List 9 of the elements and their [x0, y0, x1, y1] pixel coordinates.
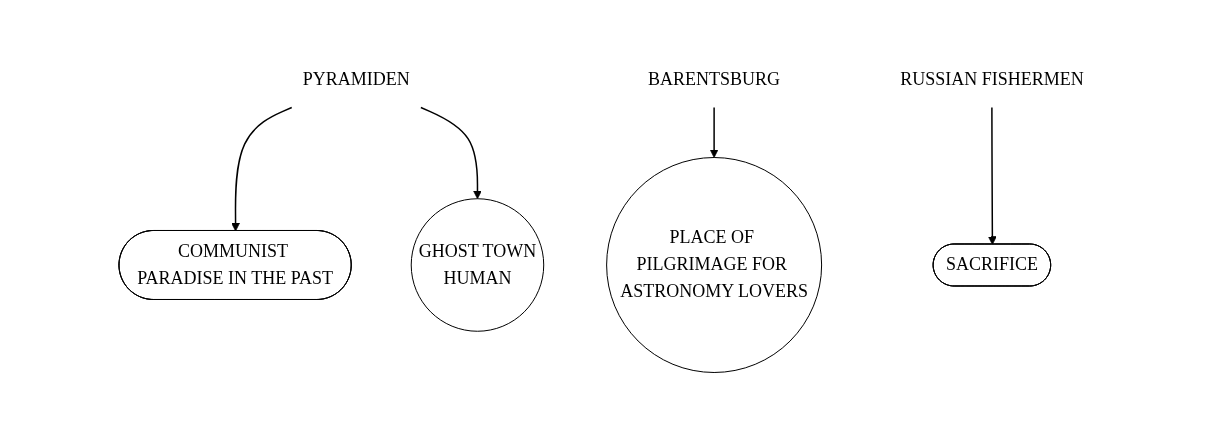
node-text: RUSSIAN FISHERMEN	[899, 68, 1084, 89]
node-text: PYRAMIDEN	[302, 68, 410, 89]
arrow	[419, 106, 482, 200]
arrow	[987, 106, 997, 245]
node-circle: GHOST TOWN HUMAN	[410, 198, 544, 332]
arrow	[709, 106, 719, 158]
node-circle: PLACE OF PILGRIMAGE FOR ASTRONOMY LOVERS	[605, 157, 822, 373]
node-text: BARENTSBURG	[647, 68, 780, 89]
arrow	[230, 106, 293, 232]
